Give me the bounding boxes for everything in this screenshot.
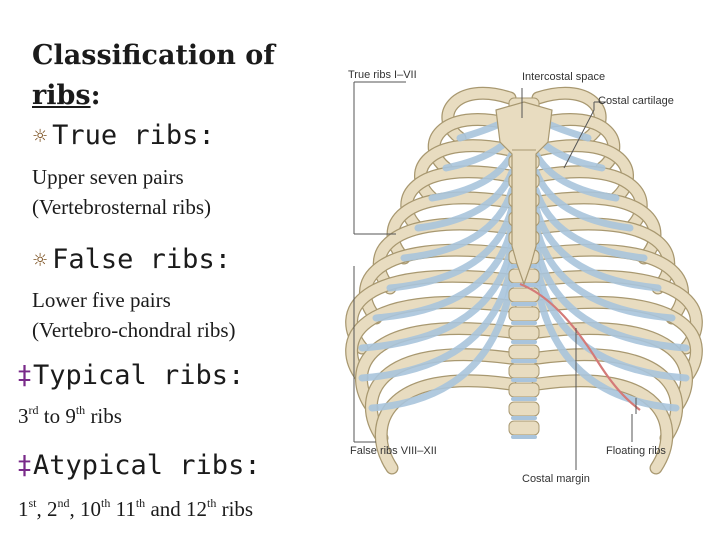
- typical-to: to: [38, 404, 66, 428]
- intervertebral-disc: [511, 397, 537, 401]
- rib-left-fill: [415, 140, 516, 204]
- true-ribs-heading-text: True ribs:: [52, 120, 215, 151]
- atypical-ribs-description: 1st, 2nd, 10th 11th and 12th ribs: [18, 494, 253, 524]
- costal-cartilage-group: [358, 114, 690, 412]
- label-true-ribs: True ribs I–VII: [348, 69, 417, 81]
- false-ribs-heading-text: False ribs:: [52, 244, 231, 275]
- true-ribs-description: Upper seven pairs (Vertebrosternal ribs): [32, 162, 211, 222]
- typical-ribs-heading: ‡Typical ribs:: [18, 360, 244, 391]
- rib-right-fill: [532, 140, 633, 204]
- cartilage-right: [532, 168, 634, 232]
- atypical-ribs-heading: ‡Atypical ribs:: [18, 450, 261, 481]
- intervertebral-disc: [511, 321, 537, 325]
- typical-ribs-heading-text: Typical ribs:: [33, 360, 245, 391]
- atypical-tail2: ribs: [216, 497, 254, 521]
- callout-lines: [353, 81, 637, 470]
- cartilage-right: [532, 274, 680, 412]
- title-colon: :: [90, 80, 101, 111]
- double-dagger-bullet-icon: ‡: [18, 451, 31, 481]
- rib-right-fill: [532, 297, 702, 384]
- cartilage-left: [358, 240, 516, 352]
- intervertebral-disc: [511, 435, 537, 439]
- rib-left-fill: [401, 166, 516, 234]
- vertebra: [508, 306, 540, 322]
- typical-ribs-description: 3rd to 9th ribs: [18, 401, 122, 431]
- false-ribs-line1: Lower five pairs: [32, 288, 171, 312]
- label-costal-cartilage: Costal cartilage: [598, 95, 674, 107]
- intervertebral-disc: [511, 416, 537, 420]
- sun-bullet-icon: ☼: [32, 126, 49, 147]
- vertebra: [508, 401, 540, 417]
- rib-left-fill: [360, 245, 516, 324]
- cartilage-right: [532, 240, 690, 352]
- atypical-s3: th: [101, 496, 111, 510]
- false-ribs-heading: ☼False ribs:: [32, 244, 231, 275]
- atypical-n2: , 2: [36, 497, 58, 521]
- intervertebral-disc: [511, 340, 537, 344]
- rib-left-fill: [429, 114, 516, 174]
- atypical-s2: nd: [57, 496, 70, 510]
- typical-tail: ribs: [85, 404, 122, 428]
- typical-n2: 9: [65, 404, 76, 428]
- cartilage-left: [368, 274, 516, 412]
- costal-margin-line: [519, 282, 641, 411]
- cartilage-right: [532, 222, 676, 322]
- rib-right-fill: [532, 192, 661, 264]
- true-ribs-line2: (Vertebrosternal ribs): [32, 195, 212, 219]
- label-intercostal-space: Intercostal space: [522, 71, 605, 83]
- rib-right-fill: [532, 218, 674, 294]
- cartilage-right: [532, 150, 620, 202]
- cartilage-left: [372, 222, 516, 322]
- rib-right-fill: [532, 114, 619, 174]
- intervertebral-disc: [511, 378, 537, 382]
- atypical-s4: th: [135, 496, 146, 510]
- true-ribs-heading: ☼True ribs:: [32, 120, 215, 151]
- vertebra: [508, 344, 540, 360]
- atypical-n4: 11: [110, 497, 136, 521]
- sternum: [495, 101, 553, 286]
- vertebra: [508, 363, 540, 379]
- vertebra: [508, 382, 540, 398]
- cartilage-left: [428, 150, 516, 202]
- typical-s1: rd: [28, 403, 39, 417]
- cartilage-right: [532, 204, 662, 292]
- sun-bullet-icon: ☼: [32, 250, 49, 271]
- atypical-tail: and 12: [145, 497, 208, 521]
- double-dagger-bullet-icon: ‡: [18, 361, 31, 391]
- title-line1: Classification of: [32, 40, 275, 71]
- vertebra: [508, 420, 540, 436]
- intervertebral-disc: [511, 302, 537, 306]
- atypical-n1: 1: [18, 497, 29, 521]
- false-ribs-description: Lower five pairs (Vertebro-chondral ribs…: [32, 285, 236, 345]
- false-ribs-line2: (Vertebro-chondral ribs): [32, 318, 236, 342]
- label-floating-ribs: Floating ribs: [606, 445, 666, 457]
- cartilage-right: [532, 258, 690, 382]
- title-ribs-word: ribs: [32, 80, 91, 111]
- rib-left-fill: [374, 218, 516, 294]
- cartilage-right: [532, 186, 648, 262]
- atypical-n3: , 10: [69, 497, 102, 521]
- intervertebral-disc: [511, 359, 537, 363]
- vertebra: [508, 325, 540, 341]
- typical-s2: th: [75, 403, 86, 417]
- atypical-s5: th: [207, 496, 217, 510]
- slide-title: Classification of ribs:: [32, 36, 322, 116]
- rib-cage-ribs: [345, 86, 703, 475]
- label-false-ribs: False ribs VIII–XII: [350, 445, 437, 457]
- cartilage-left: [414, 168, 516, 232]
- true-ribs-line1: Upper seven pairs: [32, 165, 184, 189]
- atypical-s1: st: [28, 496, 37, 510]
- rib-right-fill: [532, 245, 688, 324]
- cartilage-left: [386, 204, 516, 292]
- cartilage-left: [400, 186, 516, 262]
- rib-right-fill: [532, 166, 647, 234]
- cartilage-left: [358, 258, 516, 382]
- label-costal-margin: Costal margin: [522, 473, 590, 485]
- typical-n1: 3: [18, 404, 29, 428]
- atypical-ribs-heading-text: Atypical ribs:: [33, 450, 261, 481]
- rib-left-fill: [387, 192, 516, 264]
- rib-cage-figure: True ribs I–VII Intercostal space Costal…: [345, 69, 703, 485]
